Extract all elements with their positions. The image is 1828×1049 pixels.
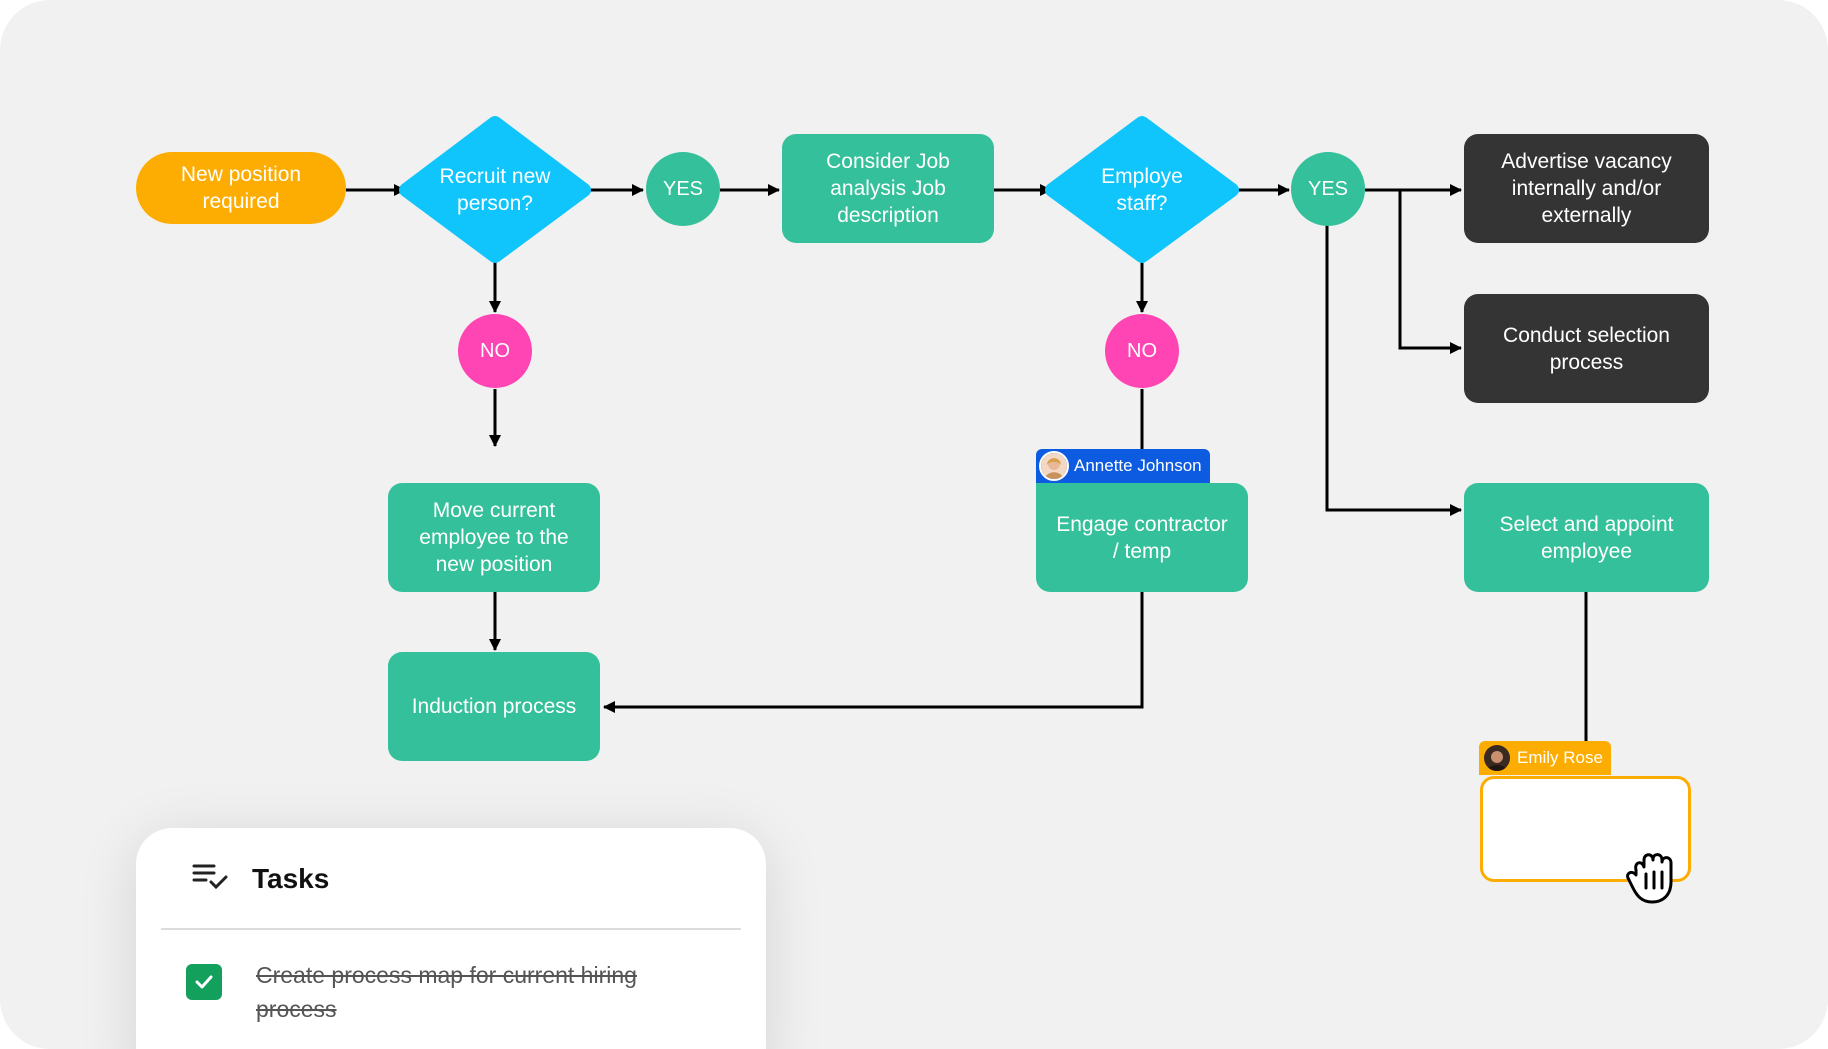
collaborator-name: Emily Rose	[1517, 748, 1603, 767]
decision-employ-shape[interactable]	[1045, 116, 1239, 263]
engage-contractor-node[interactable]: Engage contractor / temp	[1036, 483, 1248, 592]
task-item[interactable]: Create process map for current hiring pr…	[186, 958, 686, 1026]
induction-node[interactable]: Induction process	[388, 652, 600, 761]
divider	[161, 928, 741, 930]
decision-recruit-shape[interactable]	[399, 116, 591, 263]
task-list-icon	[192, 862, 228, 895]
collaborator-tag-annette: Annette Johnson	[1036, 449, 1210, 483]
task-text: Create process map for current hiring pr…	[256, 962, 637, 1022]
advertise-node[interactable]: Advertise vacancy internally and/or exte…	[1464, 134, 1709, 243]
start-node[interactable]: New position required	[136, 152, 346, 224]
consider-job-node[interactable]: Consider Job analysis Job description	[782, 134, 994, 243]
hand-grab-cursor-icon	[1624, 848, 1680, 913]
yes-node-2[interactable]: YES	[1291, 152, 1365, 226]
checkbox-checked-icon[interactable]	[186, 964, 222, 1000]
select-appoint-node[interactable]: Select and appoint employee	[1464, 483, 1709, 592]
no-node-1[interactable]: NO	[458, 314, 532, 388]
tasks-header: Tasks	[192, 862, 329, 895]
tasks-title: Tasks	[252, 862, 330, 894]
tasks-panel: Tasks Create process map for current hir…	[136, 828, 766, 1049]
decision-employ-label: Employe staff?	[1101, 165, 1183, 215]
avatar	[1039, 451, 1069, 481]
yes-node-1[interactable]: YES	[646, 152, 720, 226]
decision-recruit-label: Recruit new person?	[439, 165, 551, 215]
collaborator-name: Annette Johnson	[1074, 456, 1202, 475]
no-node-2[interactable]: NO	[1105, 314, 1179, 388]
avatar	[1482, 743, 1512, 773]
collaborator-tag-emily: Emily Rose	[1479, 741, 1611, 775]
move-current-node[interactable]: Move current employee to the new positio…	[388, 483, 600, 592]
conduct-selection-node[interactable]: Conduct selection process	[1464, 294, 1709, 403]
